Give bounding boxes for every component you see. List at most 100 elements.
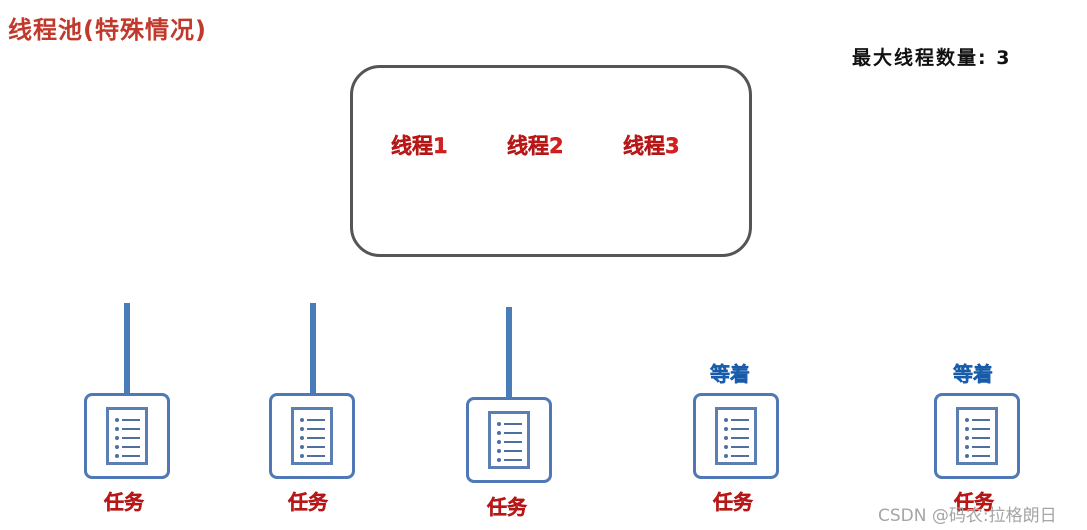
document-sheet [956,407,998,465]
document-line [965,453,991,459]
bullet-dot [300,436,304,440]
thread-label-1: 线程1 [391,134,448,158]
text-bar [122,446,140,448]
document-line [965,435,991,441]
document-line [724,417,750,423]
text-bar [504,441,522,443]
bullet-dot [724,427,728,431]
task-label-5: 任务 [954,490,994,514]
document-line [497,430,523,436]
bullet-dot [115,418,119,422]
bullet-dot [965,427,969,431]
text-bar [972,446,990,448]
bullet-dot [965,418,969,422]
document-line [497,448,523,454]
text-bar [731,455,749,457]
bullet-dot [965,436,969,440]
text-bar [504,459,522,461]
text-bar [122,428,140,430]
document-line [300,426,326,432]
bullet-dot [965,445,969,449]
waiting-label-5: 等着 [953,362,993,386]
thread-pool-box [350,65,752,257]
bullet-dot [115,427,119,431]
document-line [115,444,141,450]
bullet-dot [300,445,304,449]
bullet-dot [115,445,119,449]
document-line [724,444,750,450]
document-sheet [106,407,148,465]
connector-line-2 [310,303,316,395]
bullet-dot [724,454,728,458]
waiting-label-4: 等着 [710,362,750,386]
bullet-dot [497,440,501,444]
text-bar [731,428,749,430]
text-bar [122,455,140,457]
text-bar [972,419,990,421]
text-bar [504,450,522,452]
document-sheet [291,407,333,465]
connector-line-3 [506,307,512,399]
bullet-dot [300,418,304,422]
task-label-4: 任务 [713,490,753,514]
document-line [724,426,750,432]
text-bar [307,437,325,439]
document-line [300,435,326,441]
text-bar [307,446,325,448]
bullet-dot [300,454,304,458]
text-bar [972,428,990,430]
text-bar [504,432,522,434]
bullet-dot [724,436,728,440]
document-list-icon [269,393,355,479]
document-line [497,421,523,427]
text-bar [307,455,325,457]
text-bar [731,437,749,439]
document-list-icon [693,393,779,479]
thread-label-3: 线程3 [623,134,680,158]
document-line [497,439,523,445]
bullet-dot [497,431,501,435]
text-bar [972,455,990,457]
bullet-dot [724,418,728,422]
document-list-icon [934,393,1020,479]
text-bar [972,437,990,439]
document-line [115,453,141,459]
document-sheet [488,411,530,469]
thread-label-2: 线程2 [507,134,564,158]
document-line [115,426,141,432]
document-list-icon [84,393,170,479]
document-list-icon [466,397,552,483]
text-bar [731,419,749,421]
diagram-title: 线程池(特殊情况) [8,16,207,44]
document-line [115,435,141,441]
text-bar [307,419,325,421]
text-bar [504,423,522,425]
bullet-dot [115,436,119,440]
watermark: CSDN @码农:拉格朗日 [878,506,1057,526]
bullet-dot [115,454,119,458]
document-line [724,435,750,441]
max-threads-label: 最大线程数量: 3 [852,47,1012,69]
bullet-dot [300,427,304,431]
document-line [115,417,141,423]
text-bar [731,446,749,448]
task-label-3: 任务 [487,495,527,519]
bullet-dot [965,454,969,458]
document-line [300,444,326,450]
bullet-dot [497,422,501,426]
task-label-2: 任务 [288,490,328,514]
document-line [300,417,326,423]
text-bar [122,419,140,421]
bullet-dot [497,449,501,453]
text-bar [122,437,140,439]
text-bar [307,428,325,430]
connector-line-1 [124,303,130,395]
task-label-1: 任务 [104,490,144,514]
document-sheet [715,407,757,465]
document-line [965,417,991,423]
document-line [965,426,991,432]
bullet-dot [497,458,501,462]
bullet-dot [724,445,728,449]
document-line [965,444,991,450]
document-line [497,457,523,463]
